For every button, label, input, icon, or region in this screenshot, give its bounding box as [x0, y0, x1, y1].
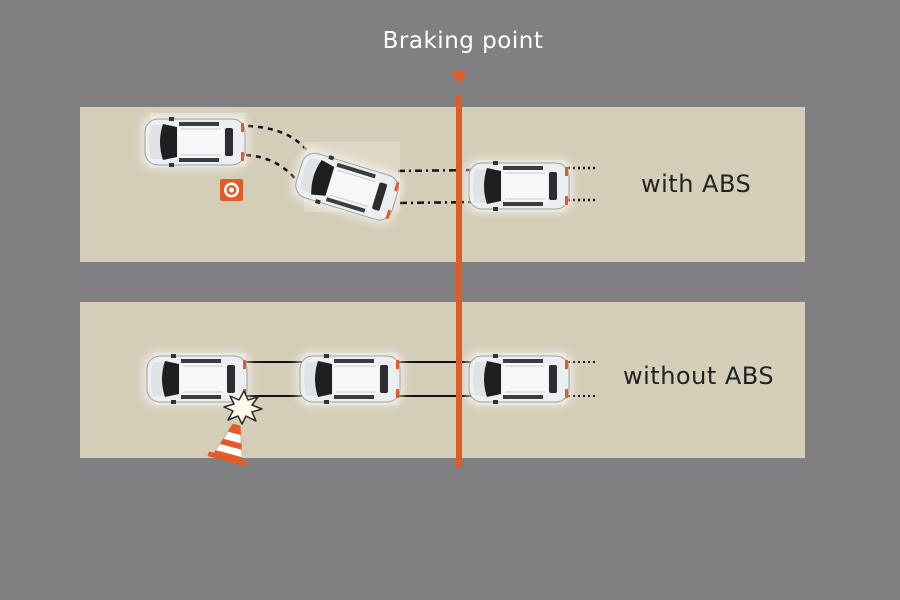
braking-point-title: Braking point: [382, 28, 544, 54]
lane-label-without-abs: without ABS: [623, 362, 775, 390]
car-with-abs-3: [465, 159, 573, 213]
lane-label-with-abs: with ABS: [641, 170, 752, 198]
target-icon: [220, 179, 243, 201]
collision-burst-icon: [223, 390, 263, 425]
traffic-cone-icon: [207, 423, 248, 467]
triangle-down-icon: [451, 71, 467, 84]
car-without-abs-3: [465, 352, 573, 406]
car-without-abs-2: [296, 352, 404, 406]
car-with-abs-1: [141, 113, 249, 169]
car-with-abs-2: [288, 142, 407, 228]
